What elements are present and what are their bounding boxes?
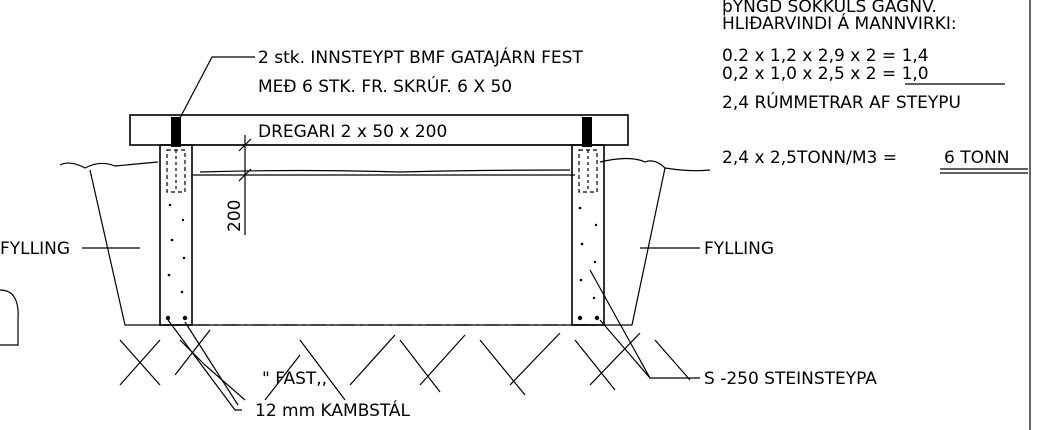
ground-surface-middle <box>199 169 571 173</box>
calc-weight-expr: 2,4 x 2,5TONN/M3 = <box>722 148 897 168</box>
beam-label: DREGARI 2 x 50 x 200 <box>258 122 447 142</box>
bolts-label-line1: 2 stk. INNSTEYPT BMF GATAJÁRN FEST <box>258 46 583 68</box>
bolts-label-line2: MEÐ 6 STK. FR. SKRÚF. 6 X 50 <box>258 75 512 97</box>
fill-left-label: FYLLING <box>0 239 70 259</box>
fill-right-label: FYLLING <box>704 239 774 259</box>
ground-surface-left <box>59 161 159 169</box>
bolt-leader <box>179 56 255 119</box>
ground-label: " FAST,, <box>262 369 327 389</box>
rebar-leader <box>167 319 242 411</box>
calc-volume: 2,4 RÚMMETRAR AF STEYPU <box>722 91 961 113</box>
rebar-label: 12 mm KAMBSTÁL <box>255 399 411 421</box>
calc-header-1: þYNGD SÖKKULS GAGNV. <box>722 0 937 17</box>
concrete-label: S -250 STEINSTEYPA <box>704 369 877 389</box>
dimension-200 <box>192 135 575 235</box>
concrete-leader <box>589 269 700 379</box>
dimension-200-label: 200 <box>225 200 245 232</box>
concrete-leader-2 <box>599 319 651 379</box>
left-edge-arc <box>0 289 19 346</box>
left-bolt <box>171 117 181 147</box>
ground-hatching <box>119 329 691 401</box>
calc-header-2: HLIÐARVINDI Á MANNVIRKI: <box>722 12 957 34</box>
rebar-leader-2 <box>184 321 239 406</box>
right-concrete-pier <box>571 144 605 326</box>
right-bolt <box>582 117 592 147</box>
ground-surface-right <box>599 157 711 172</box>
left-concrete-pier <box>159 144 193 326</box>
calc-row-2: 0,2 x 1,0 x 2,5 x 2 = 1,0 <box>722 64 929 84</box>
calc-row-1: 0.2 x 1,2 x 2,9 x 2 = 1,4 <box>722 46 929 66</box>
calc-weight-result: 6 TONN <box>944 148 1009 168</box>
